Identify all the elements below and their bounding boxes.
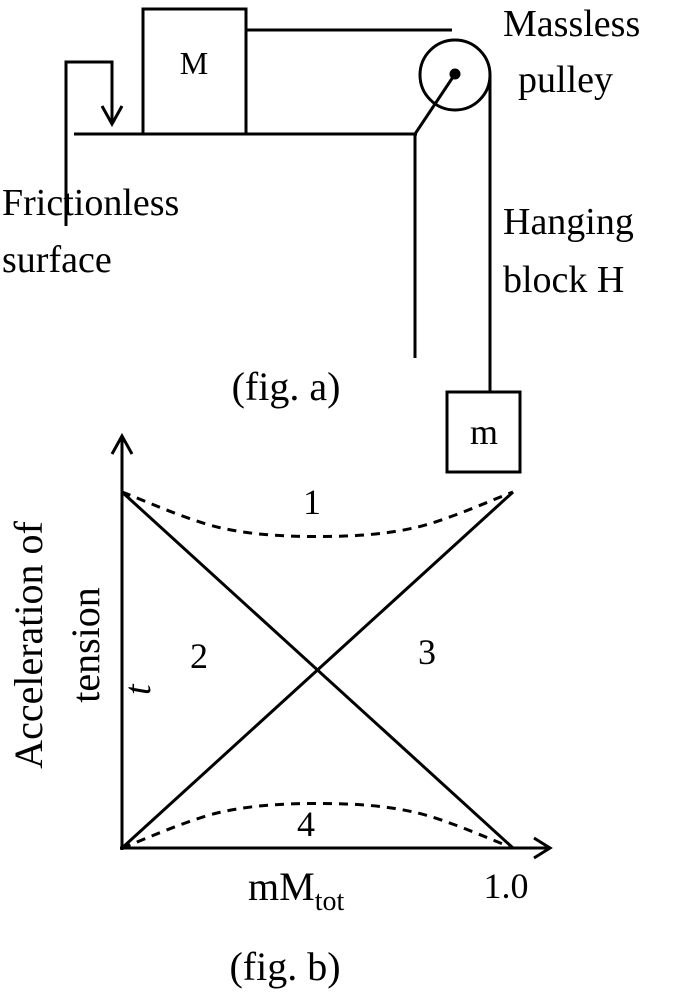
fig-a-labels: M m Massless pulley Frictionless surface…: [2, 3, 640, 452]
series-label-4: 4: [297, 804, 315, 844]
pulley-label-2: pulley: [518, 59, 613, 101]
series-line-4: [121, 801, 514, 850]
hanging-label-1: Hanging: [503, 201, 634, 243]
x-axis-arrowhead: [533, 836, 553, 860]
y-marker-t: t: [117, 683, 159, 695]
series-line-3: [120, 490, 515, 850]
x-tick-1: 1.0: [484, 866, 529, 906]
block-m-label: m: [470, 412, 498, 452]
fig-b-caption: (fig. b): [229, 944, 340, 989]
fig-a: [64, 7, 522, 474]
series-label-3: 3: [418, 632, 436, 672]
y-axis-label-1: Acceleration of: [6, 521, 51, 769]
pulley-label-1: Massless: [503, 3, 640, 45]
series-label-2: 2: [190, 636, 208, 676]
hanging-label-2: block H: [503, 259, 624, 301]
y-axis-label-2: tension: [63, 587, 108, 703]
series-line-1: [121, 490, 514, 539]
fig-b-labels: 1 2 3 4 t Acceleration of tension mMtot …: [6, 482, 529, 989]
block-M-label: M: [180, 45, 208, 81]
series-label-1: 1: [303, 482, 321, 522]
x-axis-label-sub: tot: [315, 886, 345, 917]
block-m: [445, 390, 522, 474]
surface-pointer: [64, 60, 114, 226]
pulley-bracket: [413, 73, 457, 135]
fig-b-axes: [110, 432, 553, 860]
block-M: [141, 7, 248, 136]
y-axis-arrowhead: [110, 432, 134, 455]
surface-label-1: Frictionless: [2, 182, 179, 224]
x-axis-label-main: mM: [248, 864, 315, 909]
surface-label-2: surface: [2, 239, 112, 281]
fig-a-caption: (fig. a): [232, 364, 341, 409]
series-layer: [120, 490, 515, 850]
surface-pointer-arrowhead: [100, 105, 124, 128]
x-axis-label: mMtot: [248, 864, 344, 917]
